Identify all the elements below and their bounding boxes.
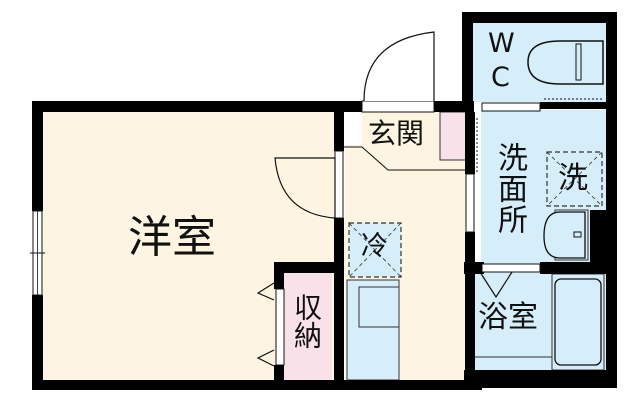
bathroom-label: 浴室 bbox=[478, 300, 538, 335]
room-door-swing bbox=[274, 157, 336, 219]
front-door-swing bbox=[363, 31, 435, 102]
washroom-label: 洗面所 bbox=[492, 142, 527, 235]
storage-label: 収納 bbox=[290, 293, 323, 349]
toilet-fixture bbox=[527, 40, 604, 85]
bathtub bbox=[554, 278, 602, 366]
entrance-label: 玄関 bbox=[368, 117, 425, 150]
shoe-box bbox=[439, 111, 469, 161]
storage-area bbox=[282, 273, 332, 381]
toilet-label-c: C bbox=[491, 62, 510, 93]
wash-basin bbox=[543, 211, 586, 259]
western-room-label: 洋室 bbox=[128, 212, 216, 263]
refrigerator-label: 冷 bbox=[361, 231, 388, 262]
washing-machine-label: 洗 bbox=[558, 161, 588, 196]
walls bbox=[32, 12, 617, 390]
toilet-label-w: W bbox=[488, 28, 515, 59]
kitchen-sink bbox=[358, 286, 400, 328]
